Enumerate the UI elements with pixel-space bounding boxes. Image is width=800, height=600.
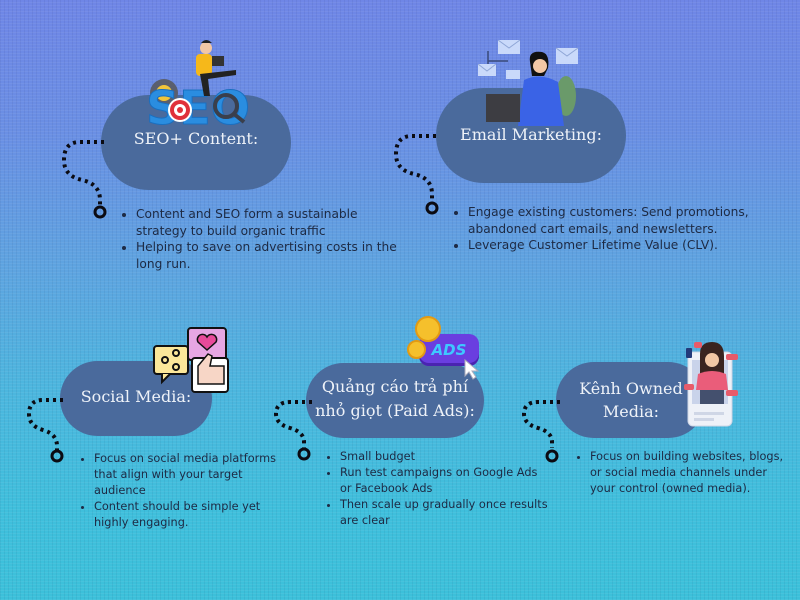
email-bullet-2: Leverage Customer Lifetime Value (CLV).	[468, 237, 768, 254]
seo-content-title: SEO+ Content:	[133, 128, 259, 148]
owned-media-bullet-1: Focus on building websites, blogs, or so…	[590, 449, 790, 497]
paid-ads-bullet-3: Then scale up gradually once results are…	[340, 497, 550, 529]
owned-media-phone-icon	[684, 342, 738, 427]
seo-bullet-2: Helping to save on advertising costs in …	[136, 239, 398, 272]
ads-badge-label: ADS	[431, 341, 467, 359]
owned-media-title-line1: Kênh Owned	[579, 378, 683, 398]
seo-illustration-icon: SEO	[146, 40, 250, 128]
paid-ads-title-line2: nhỏ giọt (Paid Ads):	[315, 400, 475, 420]
coin-small-icon	[407, 340, 426, 359]
social-bullet-list: Focus on social media platforms that ali…	[76, 451, 294, 531]
coin-large-icon	[415, 316, 441, 342]
social-media-title: Social Media:	[80, 386, 192, 406]
owned-media-bullet-list: Focus on building websites, blogs, or so…	[572, 449, 790, 497]
social-media-pill: Social Media:	[60, 361, 212, 436]
ads-badge: ADS	[419, 334, 479, 366]
seo-bullet-list: Content and SEO form a sustainable strat…	[118, 206, 398, 272]
email-marketing-illustration-icon	[478, 39, 579, 126]
email-dotted-connector	[393, 134, 439, 215]
email-bullet-list: Engage existing customers: Send promotio…	[450, 204, 768, 254]
ads-icon: ADS	[405, 316, 485, 382]
seo-bullet-1: Content and SEO form a sustainable strat…	[136, 206, 398, 239]
owned-media-pill: Kênh Owned Media:	[556, 362, 706, 438]
social-bullet-1: Focus on social media platforms that ali…	[94, 451, 294, 499]
owned-media-title-line2: Media:	[602, 402, 660, 421]
paid-ads-pill: Quảng cáo trả phí nhỏ giọt (Paid Ads):	[306, 363, 484, 438]
paid-ads-title-line1: Quảng cáo trả phí	[321, 377, 469, 397]
email-marketing-title: Email Marketing:	[460, 124, 602, 144]
seo-content-pill: SEO+ Content:	[101, 95, 291, 190]
social-bullet-2: Content should be simple yet highly enga…	[94, 499, 294, 531]
svg-text:SEO: SEO	[146, 81, 250, 128]
paid-ads-bullet-list: Small budget Run test campaigns on Googl…	[322, 449, 550, 529]
paid-ads-bullet-1: Small budget	[340, 449, 550, 465]
paid-ads-bullet-2: Run test campaigns on Google Ads or Face…	[340, 465, 550, 497]
cursor-icon	[464, 358, 480, 380]
social-media-icon	[153, 327, 229, 393]
email-bullet-1: Engage existing customers: Send promotio…	[468, 204, 768, 237]
